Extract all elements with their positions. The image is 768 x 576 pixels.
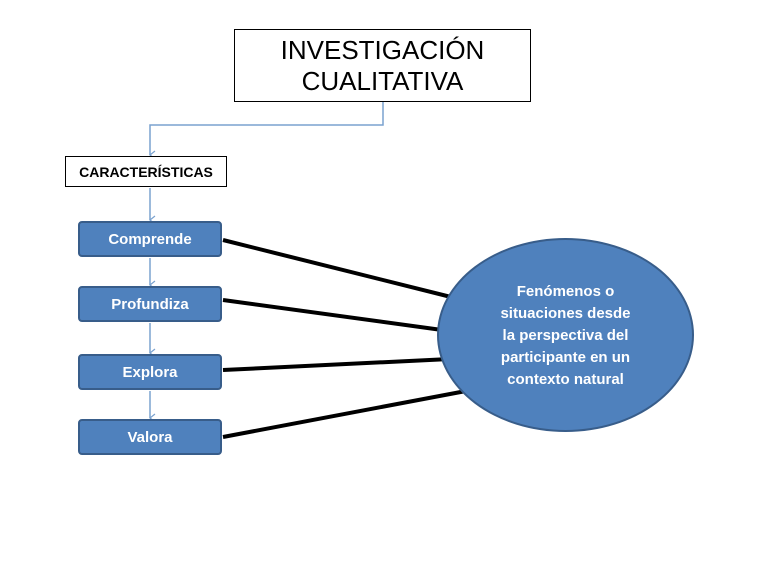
step-comprende: Comprende [78,221,222,257]
title-line-1: INVESTIGACIÓN [280,34,485,65]
line-profundiza-to-ellipse [222,298,443,332]
line-valora-to-ellipse [222,389,467,439]
title-box: INVESTIGACIÓN CUALITATIVA [234,29,531,102]
ellipse-text-line: la perspectiva del [502,327,629,344]
characteristics-box: CARACTERÍSTICAS [65,156,227,187]
ellipse-text-line: situaciones desde [500,305,631,322]
ellipse-text-line: participante en un [500,349,631,366]
line-comprende-to-ellipse [222,238,456,300]
title-line-2: CUALITATIVA [301,65,464,96]
step-profundiza: Profundiza [78,286,222,322]
connector-title-to-characteristics [149,102,384,160]
step-explora: Explora [78,354,222,390]
step-valora: Valora [78,419,222,455]
ellipse-text-line: Fenómenos o [516,283,615,300]
ellipse-text-line: contexto natural [507,371,624,388]
line-explora-to-ellipse [222,357,451,372]
phenomena-ellipse: Fenómenos o situaciones desde la perspec… [437,238,694,432]
